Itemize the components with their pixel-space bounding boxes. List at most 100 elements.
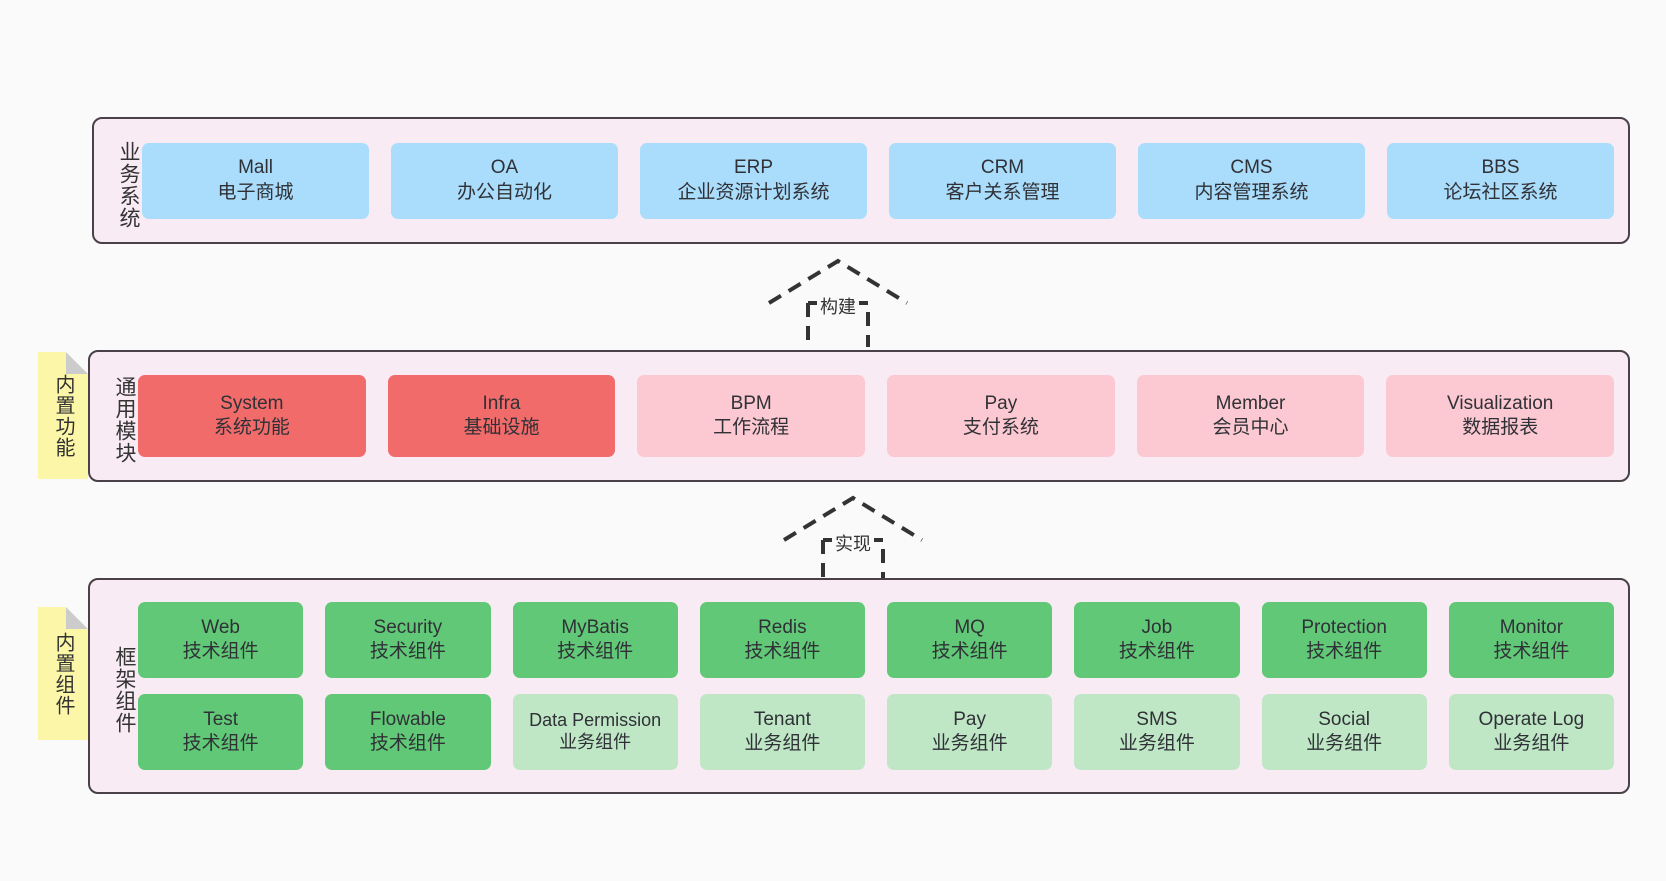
layer-title-framework-components: 框架组件 <box>113 646 136 734</box>
box-subtitle: 业务组件 <box>744 733 821 754</box>
box-subtitle: 业务组件 <box>559 732 632 752</box>
box-title: Redis <box>758 616 807 638</box>
box-subtitle: 客户关系管理 <box>945 181 1060 203</box>
note-label: 内置功能 <box>52 373 74 458</box>
box-title: BBS <box>1481 157 1520 179</box>
row-technical-components: Web 技术组件 Security 技术组件 MyBatis 技术组件 Redi… <box>138 602 1614 678</box>
note-builtin-functions: 内置功能 <box>38 352 88 479</box>
layer-body-business-systems: Mall 电子商城 OA 办公自动化 ERP 企业资源计划系统 CRM 客户关系… <box>140 119 1628 242</box>
box-subtitle: 技术组件 <box>182 641 259 662</box>
box-title: Infra <box>482 392 521 414</box>
box-social[interactable]: Social 业务组件 <box>1261 694 1427 770</box>
box-title: Pay <box>984 392 1018 414</box>
box-subtitle: 基础设施 <box>463 417 540 438</box>
box-title: Flowable <box>369 708 446 730</box>
layer-framework-components: 框架组件 Web 技术组件 Security 技术组件 MyBatis 技术组件… <box>88 578 1630 794</box>
box-title: Pay <box>953 708 986 730</box>
dashed-generalization-arrow-icon <box>782 495 924 584</box>
layer-title-business-systems: 业务系统 <box>117 140 140 229</box>
box-subtitle: 内容管理系统 <box>1194 181 1309 203</box>
box-title: Web <box>201 616 240 638</box>
box-oa[interactable]: OA 办公自动化 <box>391 142 618 219</box>
box-system[interactable]: System 系统功能 <box>138 375 366 457</box>
box-sms[interactable]: SMS 业务组件 <box>1074 694 1240 770</box>
box-crm[interactable]: CRM 客户关系管理 <box>889 142 1116 219</box>
box-test[interactable]: Test 技术组件 <box>138 694 304 770</box>
row-common-modules: System 系统功能 Infra 基础设施 BPM 工作流程 Pay 支付系统… <box>138 375 1615 457</box>
box-job[interactable]: Job 技术组件 <box>1074 602 1240 678</box>
layer-title-common-modules: 通用模块 <box>113 376 136 464</box>
box-pay-component[interactable]: Pay 业务组件 <box>887 694 1053 770</box>
box-monitor[interactable]: Monitor 技术组件 <box>1448 602 1614 678</box>
note-fold-corner-icon <box>66 352 88 374</box>
box-title: System <box>220 392 284 414</box>
box-title: Security <box>373 616 443 638</box>
layer-business-systems: 业务系统 Mall 电子商城 OA 办公自动化 ERP 企业资源计划系统 CRM… <box>92 117 1630 244</box>
box-title: CRM <box>980 157 1025 179</box>
box-title: Data Permission <box>529 710 662 731</box>
box-subtitle: 企业资源计划系统 <box>677 181 830 203</box>
box-mall[interactable]: Mall 电子商城 <box>142 142 369 219</box>
box-title: Operate Log <box>1478 708 1585 730</box>
box-web[interactable]: Web 技术组件 <box>138 602 304 678</box>
box-subtitle: 电子商城 <box>217 181 294 203</box>
box-data-permission[interactable]: Data Permission 业务组件 <box>512 694 678 770</box>
box-title: CMS <box>1230 157 1273 179</box>
box-title: Monitor <box>1499 616 1564 638</box>
box-title: Mall <box>238 157 273 179</box>
box-subtitle: 业务组件 <box>1493 733 1570 754</box>
box-operate-log[interactable]: Operate Log 业务组件 <box>1448 694 1614 770</box>
box-subtitle: 业务组件 <box>1306 733 1383 754</box>
box-pay-module[interactable]: Pay 支付系统 <box>887 375 1115 457</box>
box-title: Visualization <box>1447 392 1554 414</box>
box-member[interactable]: Member 会员中心 <box>1136 375 1365 457</box>
row-business-components: Test 技术组件 Flowable 技术组件 Data Permission … <box>138 694 1614 770</box>
row-business-systems: Mall 电子商城 OA 办公自动化 ERP 企业资源计划系统 CRM 客户关系… <box>142 142 1614 219</box>
box-bbs[interactable]: BBS 论坛社区系统 <box>1387 142 1614 219</box>
box-title: Social <box>1318 708 1370 730</box>
box-subtitle: 技术组件 <box>1118 641 1195 662</box>
note-builtin-components: 内置组件 <box>38 607 88 740</box>
box-cms[interactable]: CMS 内容管理系统 <box>1138 142 1365 219</box>
box-tenant[interactable]: Tenant 业务组件 <box>699 694 865 770</box>
box-subtitle: 技术组件 <box>931 641 1008 662</box>
box-subtitle: 办公自动化 <box>456 181 552 203</box>
layer-body-common-modules: System 系统功能 Infra 基础设施 BPM 工作流程 Pay 支付系统… <box>136 352 1628 480</box>
box-subtitle: 论坛社区系统 <box>1443 181 1558 203</box>
box-title: Job <box>1141 616 1173 638</box>
box-subtitle: 系统功能 <box>213 417 290 438</box>
box-subtitle: 支付系统 <box>962 417 1039 438</box>
box-title: Member <box>1215 392 1286 414</box>
box-title: BPM <box>730 392 772 414</box>
box-title: Test <box>203 708 239 730</box>
box-subtitle: 技术组件 <box>1306 641 1383 662</box>
box-protection[interactable]: Protection 技术组件 <box>1261 602 1427 678</box>
box-title: ERP <box>733 157 774 179</box>
box-visualization[interactable]: Visualization 数据报表 <box>1386 375 1615 457</box>
box-infra[interactable]: Infra 基础设施 <box>387 375 616 457</box>
box-subtitle: 技术组件 <box>557 641 634 662</box>
box-subtitle: 技术组件 <box>182 733 259 754</box>
box-title: OA <box>490 157 519 179</box>
box-security[interactable]: Security 技术组件 <box>325 602 491 678</box>
box-subtitle: 业务组件 <box>931 733 1008 754</box>
connector-build: 构建 <box>763 255 913 347</box>
box-title: MQ <box>954 616 985 638</box>
layer-body-framework-components: Web 技术组件 Security 技术组件 MyBatis 技术组件 Redi… <box>136 580 1628 792</box>
box-mq[interactable]: MQ 技术组件 <box>887 602 1053 678</box>
box-title: SMS <box>1136 708 1178 730</box>
box-title: MyBatis <box>561 616 629 638</box>
box-subtitle: 技术组件 <box>369 641 446 662</box>
layer-common-modules: 通用模块 System 系统功能 Infra 基础设施 BPM 工作流程 Pay… <box>88 350 1630 482</box>
box-title: Protection <box>1301 616 1387 638</box>
box-erp[interactable]: ERP 企业资源计划系统 <box>640 142 867 219</box>
connector-implement: 实现 <box>778 492 928 584</box>
box-subtitle: 业务组件 <box>1118 733 1195 754</box>
dashed-generalization-arrow-icon <box>767 258 909 347</box>
box-subtitle: 技术组件 <box>744 641 821 662</box>
box-flowable[interactable]: Flowable 技术组件 <box>325 694 491 770</box>
box-bpm[interactable]: BPM 工作流程 <box>637 375 866 457</box>
box-mybatis[interactable]: MyBatis 技术组件 <box>512 602 678 678</box>
box-redis[interactable]: Redis 技术组件 <box>699 602 865 678</box>
note-fold-corner-icon <box>66 607 88 629</box>
